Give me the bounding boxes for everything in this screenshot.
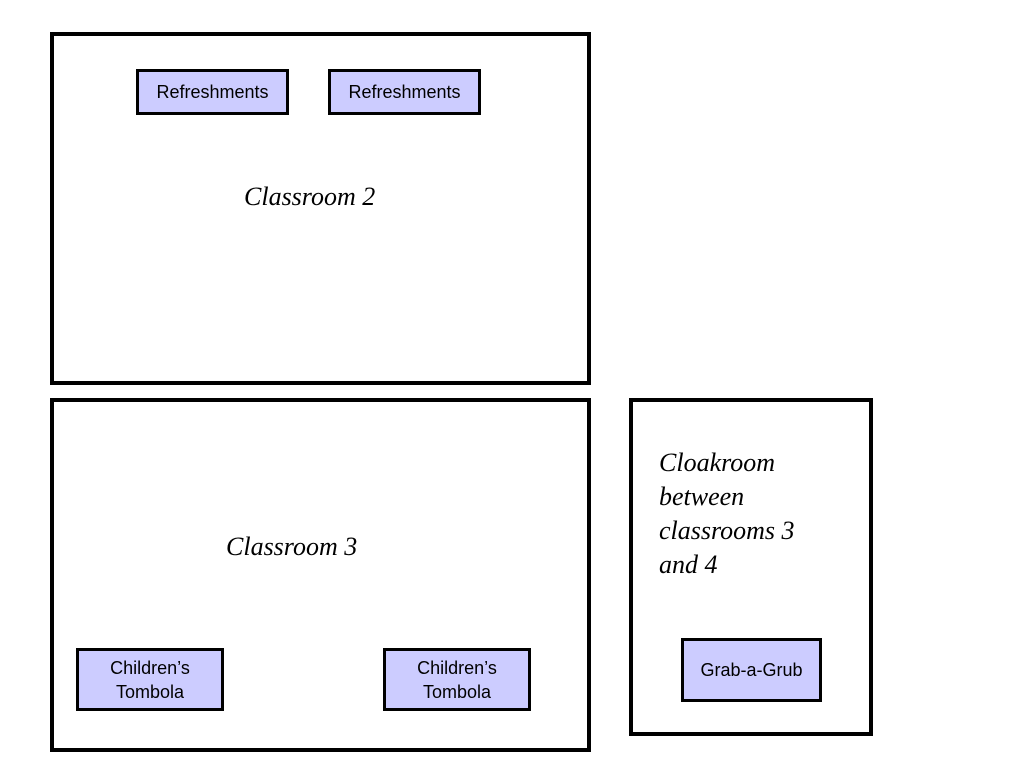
grab-a-grub-stall-label: Grab-a-Grub bbox=[700, 660, 803, 680]
grab-a-grub-stall: Grab-a-Grub bbox=[681, 638, 822, 702]
cloakroom-label: Cloakroom between classrooms 3 and 4 bbox=[659, 448, 795, 579]
childrens-tombola-stall-2-label: Children’s Tombola bbox=[417, 657, 497, 702]
classroom-2-label: Classroom 2 bbox=[244, 182, 376, 211]
refreshments-stall-2-label: Refreshments bbox=[348, 82, 461, 102]
childrens-tombola-stall-1-label: Children’s Tombola bbox=[110, 657, 190, 702]
childrens-tombola-stall-2: Children’s Tombola bbox=[383, 648, 531, 711]
refreshments-stall-1: Refreshments bbox=[136, 69, 289, 115]
classroom-3-label: Classroom 3 bbox=[226, 532, 358, 561]
refreshments-stall-1-label: Refreshments bbox=[156, 82, 269, 102]
classroom-3-area: Classroom 3 Children’s Tombola Children’… bbox=[50, 398, 591, 752]
refreshments-stall-2: Refreshments bbox=[328, 69, 481, 115]
cloakroom-area: Cloakroom between classrooms 3 and 4 Gra… bbox=[629, 398, 873, 736]
childrens-tombola-stall-1: Children’s Tombola bbox=[76, 648, 224, 711]
classroom-2-area: Refreshments Refreshments Classroom 2 bbox=[50, 32, 591, 385]
